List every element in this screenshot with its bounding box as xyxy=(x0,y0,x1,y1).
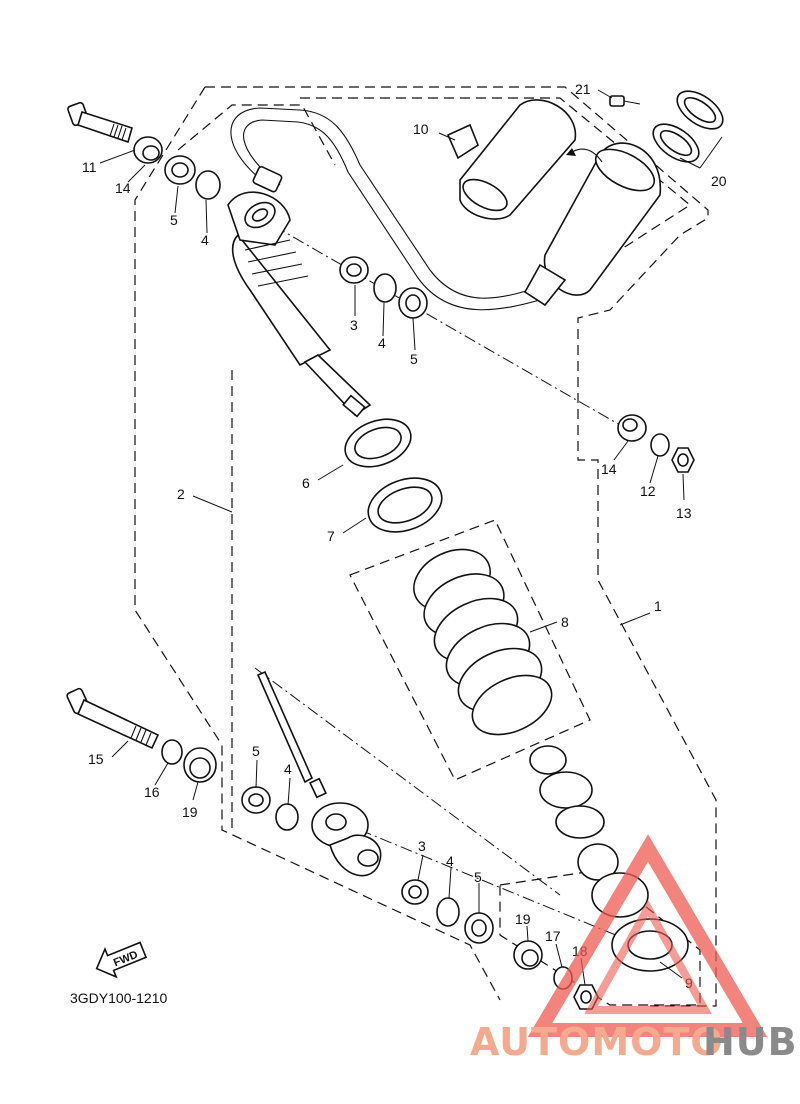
nut-13 xyxy=(671,447,695,473)
callout-13: 13 xyxy=(676,505,692,521)
assembly-outline-spring xyxy=(349,519,591,781)
callout-15: 15 xyxy=(88,751,104,767)
clamp-bolt xyxy=(609,95,641,107)
collar-14b xyxy=(617,414,647,442)
reservoir-hose xyxy=(230,107,551,311)
callout-3: 3 xyxy=(418,838,426,854)
circlip-4d xyxy=(436,897,460,927)
adjuster-ring-7 xyxy=(367,477,443,533)
callout-5: 5 xyxy=(474,869,482,885)
callout-1: 1 xyxy=(654,598,662,614)
watermark-logo: AUTOMOTO HUB xyxy=(470,834,798,1064)
watermark-triangle xyxy=(527,834,768,1037)
callout-16: 16 xyxy=(144,784,160,800)
callout-10: 10 xyxy=(413,121,429,137)
callout-11: 11 xyxy=(82,159,97,175)
washer-12 xyxy=(650,433,670,457)
callout-4: 4 xyxy=(378,335,386,351)
callout-3: 3 xyxy=(350,317,358,333)
washer-16 xyxy=(161,739,183,765)
callout-5: 5 xyxy=(410,351,418,367)
oil-seal-5a xyxy=(164,155,196,185)
adjuster-ring-6 xyxy=(344,418,412,468)
callout-5: 5 xyxy=(170,212,178,228)
callout-21: 21 xyxy=(575,81,591,97)
callout-14: 14 xyxy=(115,180,131,196)
circlip-4a xyxy=(195,170,221,200)
shock-rod xyxy=(303,354,372,418)
oil-seal-5d xyxy=(464,912,494,944)
watermark-hub: HUB xyxy=(703,1020,798,1064)
cap-part-10 xyxy=(446,123,479,160)
callout-4: 4 xyxy=(446,853,454,869)
callout-4: 4 xyxy=(284,761,292,777)
diagram-code: 3GDY100-1210 xyxy=(70,990,168,1006)
callout-19: 19 xyxy=(515,911,531,927)
collar-19b xyxy=(513,940,543,970)
bolt-15 xyxy=(66,687,160,750)
bushing-3b xyxy=(401,879,429,905)
callout-labels: 11 14 5 4 3 4 5 10 21 20 14 12 13 2 6 7 … xyxy=(82,81,727,991)
bolt-11 xyxy=(67,101,133,144)
callout-2: 2 xyxy=(177,486,185,502)
reservoir-clamp xyxy=(652,90,724,163)
callout-17: 17 xyxy=(545,928,561,944)
collar-19a xyxy=(183,747,217,783)
callout-4: 4 xyxy=(201,232,209,248)
callout-5: 5 xyxy=(252,743,260,759)
collar-14a xyxy=(133,136,163,164)
callout-14: 14 xyxy=(601,461,617,477)
circlip-4b xyxy=(373,273,397,303)
callout-8: 8 xyxy=(561,614,569,630)
circlip-4c xyxy=(275,803,299,831)
fwd-arrow-icon: FWD xyxy=(95,941,148,979)
oil-seal-5b xyxy=(398,287,428,319)
callout-20: 20 xyxy=(711,173,727,189)
assembly-outline-upper-inner xyxy=(177,104,336,166)
center-lines xyxy=(254,214,641,946)
callout-19: 19 xyxy=(182,804,198,820)
assembly-outline-1 xyxy=(205,86,717,1007)
callout-12: 12 xyxy=(640,483,656,499)
lower-clevis xyxy=(311,802,382,877)
shock-body xyxy=(227,165,332,367)
callout-6: 6 xyxy=(302,475,310,491)
spring-8 xyxy=(413,548,553,736)
oil-seal-5c xyxy=(241,786,271,814)
pushrod xyxy=(256,670,327,799)
arrow-icon xyxy=(566,148,603,163)
bushing-3a xyxy=(339,256,369,284)
watermark-automoto: AUTOMOTO xyxy=(470,1020,724,1064)
reservoir-cover xyxy=(459,99,577,220)
callout-7: 7 xyxy=(327,528,335,544)
leader-lines xyxy=(99,89,723,986)
